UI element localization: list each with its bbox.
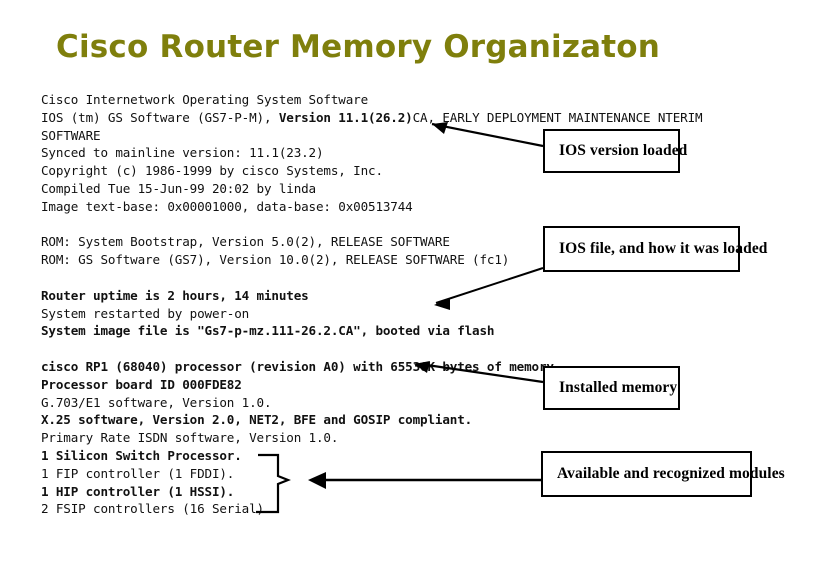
console-line-image-file: System image file is "Gs7-p-mz.111-26.2.… xyxy=(41,323,495,339)
console-line-module: 1 Silicon Switch Processor. xyxy=(41,447,242,463)
console-line: G.703/E1 software, Version 1.0. xyxy=(41,394,272,410)
callout-installed-memory[interactable]: Installed memory xyxy=(543,366,680,410)
callout-label: Available and recognized modules xyxy=(557,465,785,482)
console-line: Compiled Tue 15-Jun-99 20:02 by linda xyxy=(41,180,316,196)
console-line-processor: cisco RP1 (68040) processor (revision A0… xyxy=(41,358,562,374)
console-line-module: 1 FIP controller (1 FDDI). xyxy=(41,465,235,481)
console-line-version-prefix: IOS (tm) GS Software (GS7-P-M), xyxy=(41,109,279,125)
callout-label: IOS version loaded xyxy=(559,142,688,159)
console-line: ROM: System Bootstrap, Version 5.0(2), R… xyxy=(41,234,450,250)
console-line-module: 2 FSIP controllers (16 Serial) xyxy=(41,501,264,517)
callout-ios-file-how-loaded[interactable]: IOS file, and how it was loaded xyxy=(543,226,767,272)
callout-ios-version-loaded[interactable]: IOS version loaded xyxy=(543,129,687,173)
console-line-version-suffix: CA, EARLY DEPLOYMENT MAINTENANCE NTERIM xyxy=(412,109,703,125)
console-line: Synced to mainline version: 11.1(23.2) xyxy=(41,145,324,161)
console-line-version: IOS (tm) GS Software (GS7-P-M), Version … xyxy=(41,109,703,127)
console-line: Primary Rate ISDN software, Version 1.0. xyxy=(41,430,339,446)
console-line-module: 1 HIP controller (1 HSSI). xyxy=(41,483,235,499)
console-blank-line xyxy=(41,340,541,358)
console-blank-line xyxy=(41,216,541,234)
console-line: Cisco Internetwork Operating System Soft… xyxy=(41,92,369,107)
console-line: SOFTWARE xyxy=(41,127,101,143)
console-line: Copyright (c) 1986-1999 by cisco Systems… xyxy=(41,163,383,179)
console-line-version-emphasis: Version 11.1(26.2) xyxy=(278,109,413,125)
callout-available-modules[interactable]: Available and recognized modules xyxy=(541,451,785,497)
callout-label: Installed memory xyxy=(559,379,678,396)
console-blank-line xyxy=(41,269,541,287)
page-title: Cisco Router Memory Organizaton xyxy=(56,29,661,65)
console-output-block: Cisco Internetwork Operating System Soft… xyxy=(41,91,703,518)
console-line: X.25 software, Version 2.0, NET2, BFE an… xyxy=(41,412,473,428)
console-line: Router uptime is 2 hours, 14 minutes xyxy=(41,287,309,303)
console-line: Processor board ID 000FDE82 xyxy=(41,376,242,392)
console-line: ROM: GS Software (GS7), Version 10.0(2),… xyxy=(41,252,510,268)
callout-label: IOS file, and how it was loaded xyxy=(559,240,768,257)
console-line: Image text-base: 0x00001000, data-base: … xyxy=(41,198,413,214)
console-line: System restarted by power-on xyxy=(41,305,250,321)
